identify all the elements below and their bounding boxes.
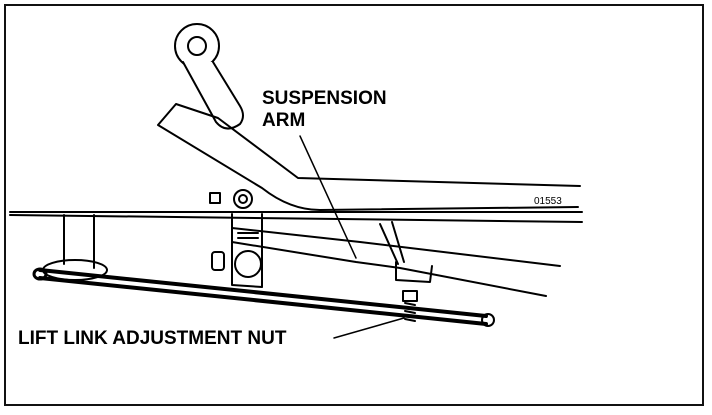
adjustment-nut — [402, 290, 418, 302]
hanger-bracket — [231, 213, 263, 288]
suspension-leader-line — [299, 135, 357, 259]
lift-link-end-left — [32, 267, 48, 281]
callout-lift-link-nut: LIFT LINK ADJUSTMENT NUT — [18, 328, 287, 349]
suspension-arm-body — [157, 103, 581, 211]
callout-arm: ARM — [262, 110, 306, 131]
pivot-nut-inner — [238, 194, 248, 204]
figure-frame — [4, 4, 704, 406]
adjust-bracket-post — [379, 221, 405, 265]
lever-ring-inner — [187, 36, 207, 56]
adjustment-thread — [404, 302, 416, 322]
deck-lower-edge — [9, 214, 583, 223]
adjust-bracket — [395, 261, 433, 283]
pivot-nut-outer — [233, 189, 253, 209]
nut-leader-line — [333, 317, 405, 339]
lever-handle — [182, 61, 244, 130]
part-number: 01553 — [534, 196, 562, 207]
suspension-arm-lower — [231, 227, 561, 297]
pivot-square — [209, 192, 221, 204]
callout-suspension: SUSPENSION — [262, 88, 387, 109]
hanger-clip — [211, 251, 225, 271]
hanger-bolt — [234, 250, 262, 278]
left-post — [63, 214, 95, 269]
lift-link-end-right — [481, 313, 495, 327]
